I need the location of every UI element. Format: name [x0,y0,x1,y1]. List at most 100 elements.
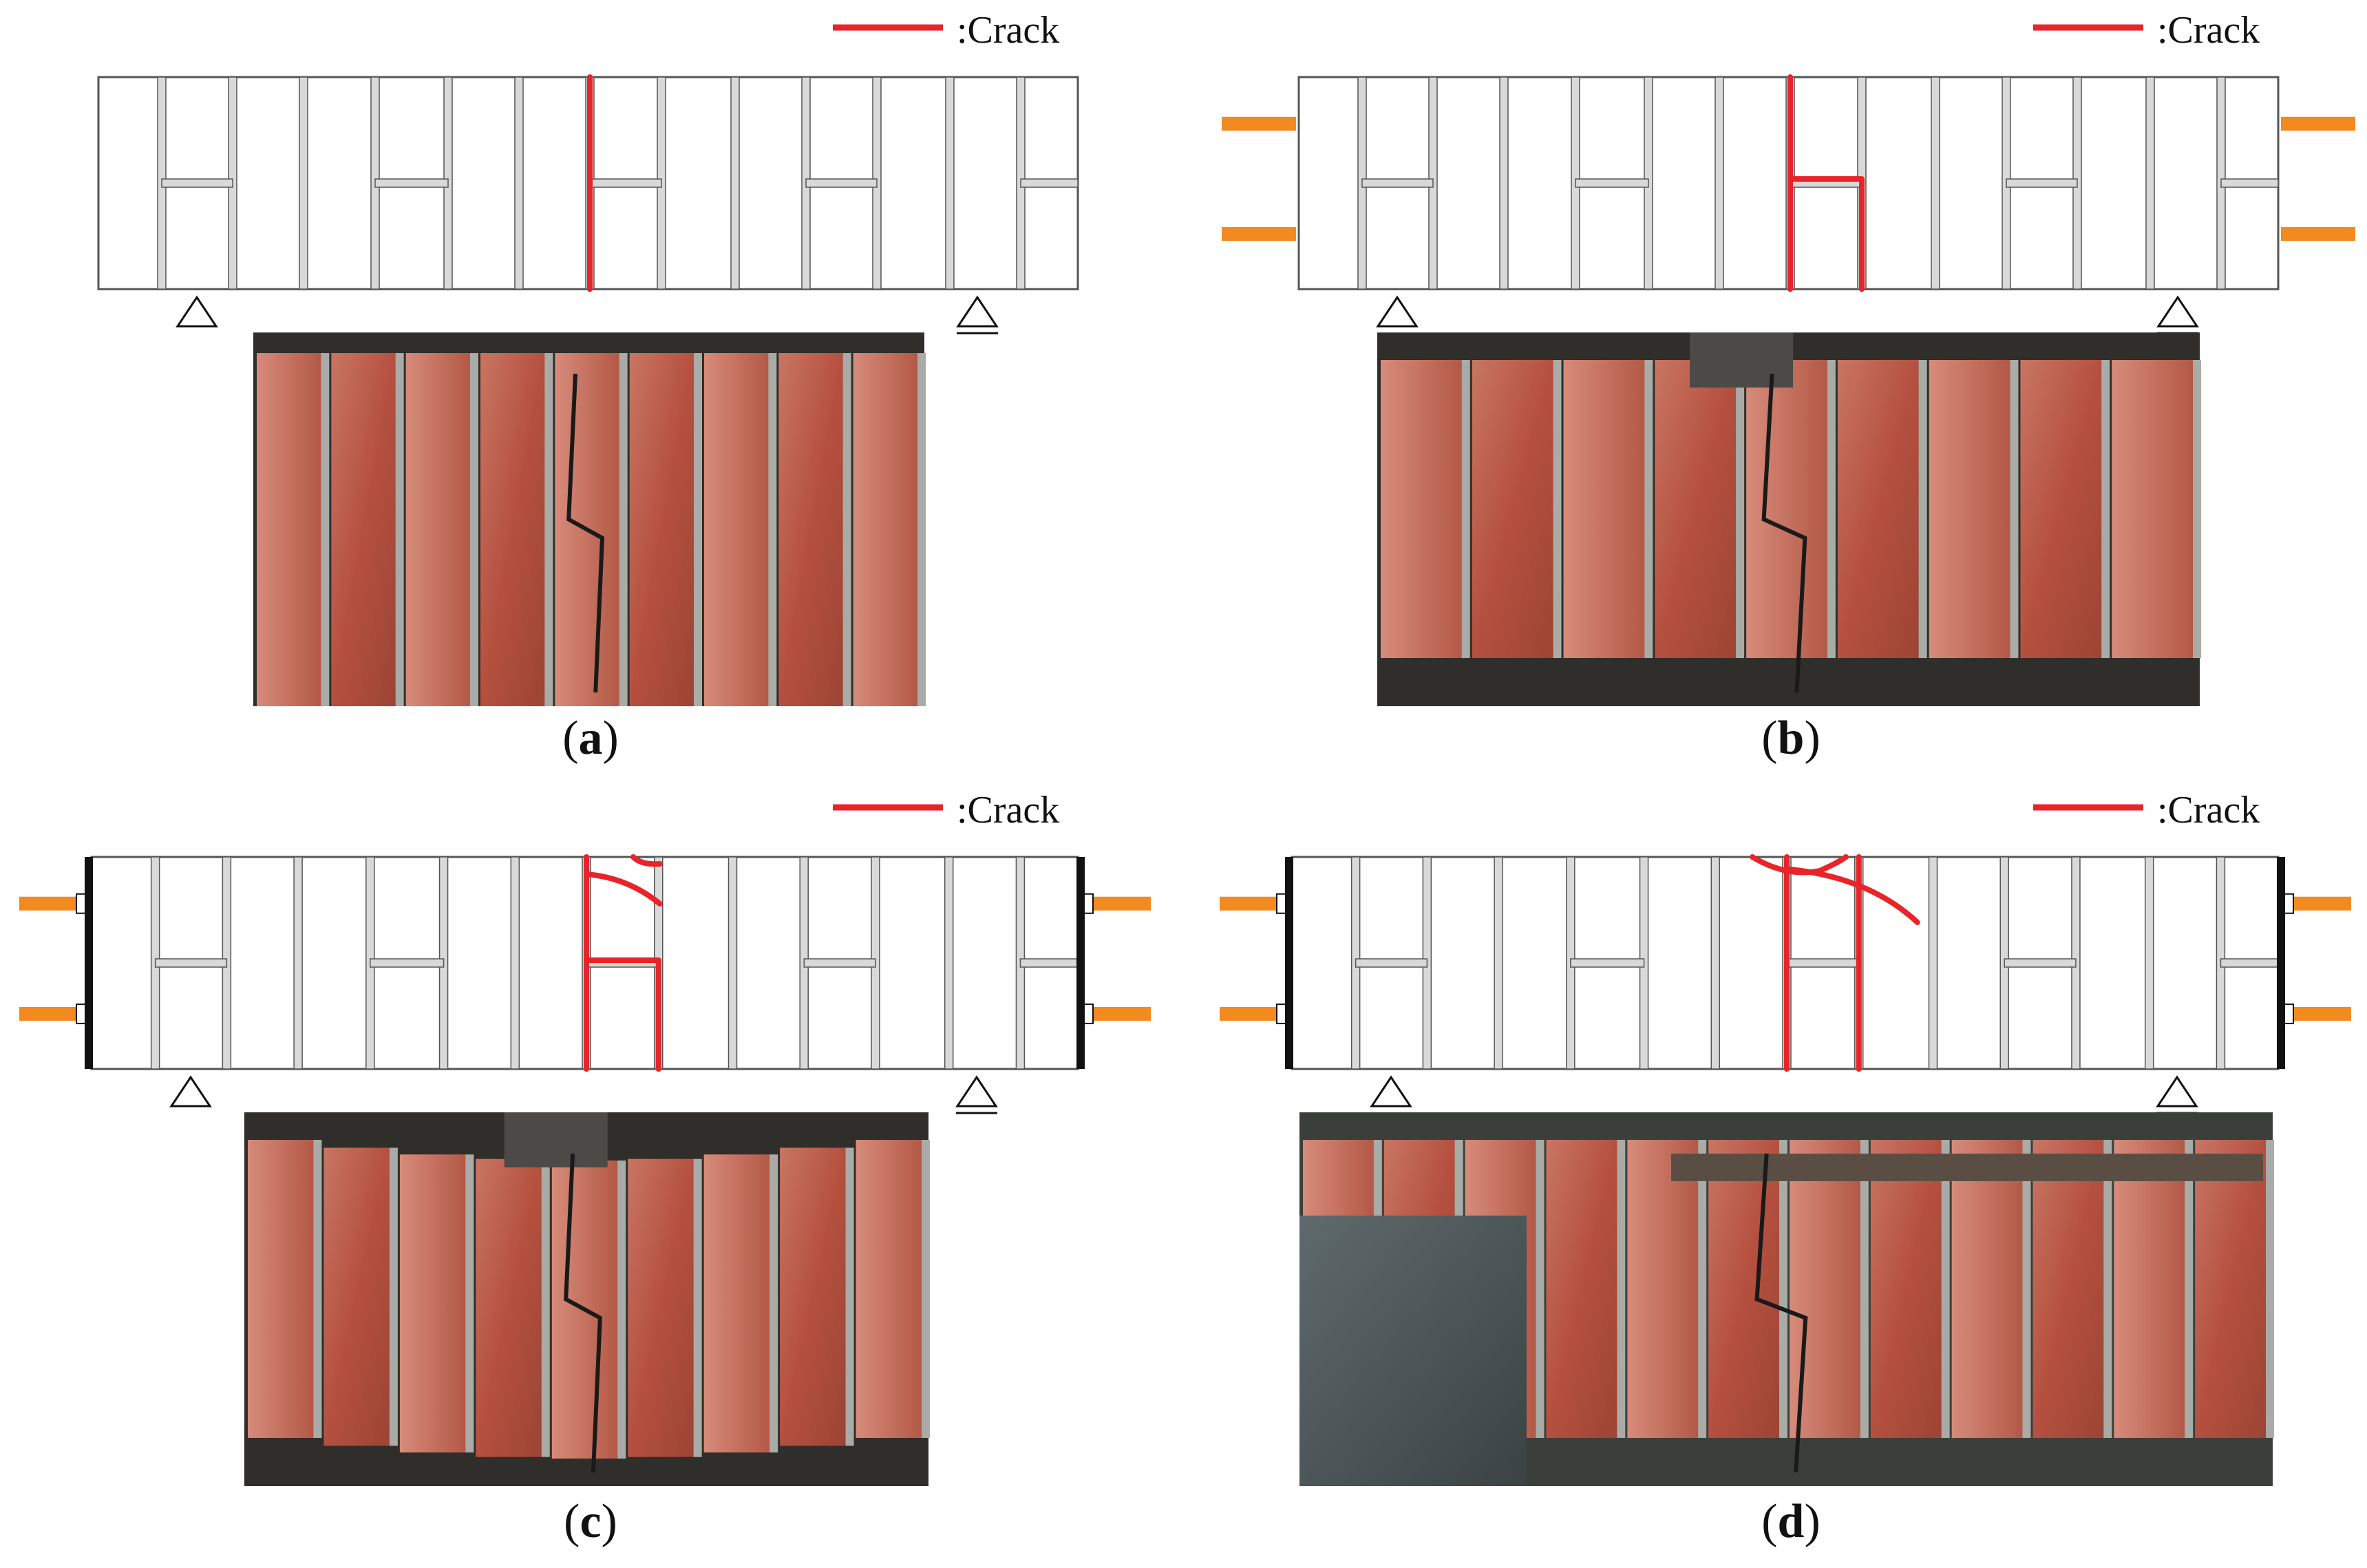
photo-brick [257,353,322,706]
photo-mortar [769,1154,778,1453]
mortar-joint [2145,76,2155,290]
photo-mortar [694,353,702,706]
bolt-head [2283,1003,2294,1024]
photo-brick [399,1154,467,1453]
mortar-joint [1710,856,1721,1070]
photo-brick [628,1158,694,1457]
mortar-bed-joint [1361,178,1434,188]
mortar-bed-joint [1575,178,1649,188]
end-plate-left [85,857,93,1069]
mortar-joint [293,856,303,1070]
photo-mortar [845,1147,854,1446]
photo-mortar [470,353,478,706]
legend-label: :Crack [957,789,1059,831]
photo-brick [1546,1140,1618,1438]
crack-line [1787,176,1865,292]
mortar-joint [514,76,524,290]
bolt-head [1276,1003,1287,1024]
panel-caption: (a) [562,712,619,765]
photo-brick [1951,1140,2024,1438]
mortar-joint [1928,856,1938,1070]
mortar-joint [728,856,738,1070]
photo-mortar [1941,1140,1950,1438]
photo-brick [405,353,471,706]
panel-c: :Crack (c) [19,789,1151,1548]
photo-mortar [1644,360,1653,658]
bolt-head [76,1003,87,1024]
axial-load-right [2291,1006,2351,1021]
photo-brick [1870,1140,1942,1438]
photo-brick [480,353,546,706]
photo-mortar [1779,1140,1787,1438]
photo-mortar [1698,1140,1707,1438]
pin-support-icon [169,1075,212,1108]
photo-brick [1472,360,1554,658]
photo-loading-bar [504,1112,608,1167]
mortar-joint [944,856,954,1070]
mortar-bed-joint [805,178,878,188]
mortar-bed-joint [1019,958,1079,968]
prism-schematic [1220,854,2351,1114]
panel-b: :Crack(b) [1222,9,2355,765]
pin-support-icon [176,295,218,328]
legend-label: :Crack [2157,9,2260,52]
photo-mortar [2022,1140,2031,1438]
photo-crack [1754,1153,1808,1473]
axial-load-right [2281,116,2355,131]
panel-a: :Crack(a) [97,9,1079,765]
photo-brick [476,1158,542,1457]
photo-brick [629,353,694,706]
mortar-joint [510,856,520,1070]
mortar-bed-joint [1020,178,1079,188]
mortar-joint [730,76,740,290]
photo-mortar [465,1154,474,1453]
bolt-head [2283,893,2294,914]
end-plate-right [2277,857,2285,1069]
photo-mortar [2185,1140,2194,1438]
mortar-joint [1494,856,1503,1070]
test-photo-a [253,332,926,706]
bolt-head [76,893,87,914]
photo-mortar [1860,1140,1869,1438]
roller-support-icon [956,295,999,328]
pin-support-icon [1370,1075,1412,1108]
photo-brick [2032,1140,2105,1438]
mortar-joint [1931,76,1940,290]
photo-loading-beam [1671,1154,2263,1181]
mortar-bed-joint [370,958,445,968]
photo-brick [1655,360,1737,658]
mortar-bed-joint [589,178,662,188]
mortar-joint [2144,856,2154,1070]
pin-support-icon [1376,295,1419,328]
mortar-bed-joint [1570,958,1645,968]
photo-brick [1627,1140,1699,1438]
test-photo-d [1299,1112,2274,1486]
panel-d: :Crack (d) [1220,789,2351,1548]
axial-load-left [1220,896,1280,911]
photo-brick [856,1140,922,1438]
mortar-bed-joint [154,958,228,968]
photo-end-plate [1299,1216,1527,1486]
photo-brick [780,1147,847,1446]
mortar-bed-joint [2220,178,2279,188]
photo-brick [1929,360,2011,658]
photo-brick [248,1140,315,1438]
panel-caption: (d) [1761,1495,1821,1548]
legend-label: :Crack [2157,789,2260,831]
photo-mortar [922,1140,930,1438]
photo-mortar [1918,360,1927,658]
photo-crack [566,373,605,693]
roller-support-icon [2156,1075,2198,1108]
photo-mortar [389,1147,398,1446]
photo-brick [1708,1140,1780,1438]
photo-brick [1381,360,1463,658]
photo-crack [1761,373,1807,693]
crack-legend: :Crack [833,789,1059,831]
panel-caption: (c) [564,1495,617,1548]
axial-load-right [2281,226,2355,241]
photo-mortar [544,353,553,706]
bolt-head [1083,893,1094,914]
photo-mortar [313,1140,322,1438]
photo-brick [778,353,844,706]
